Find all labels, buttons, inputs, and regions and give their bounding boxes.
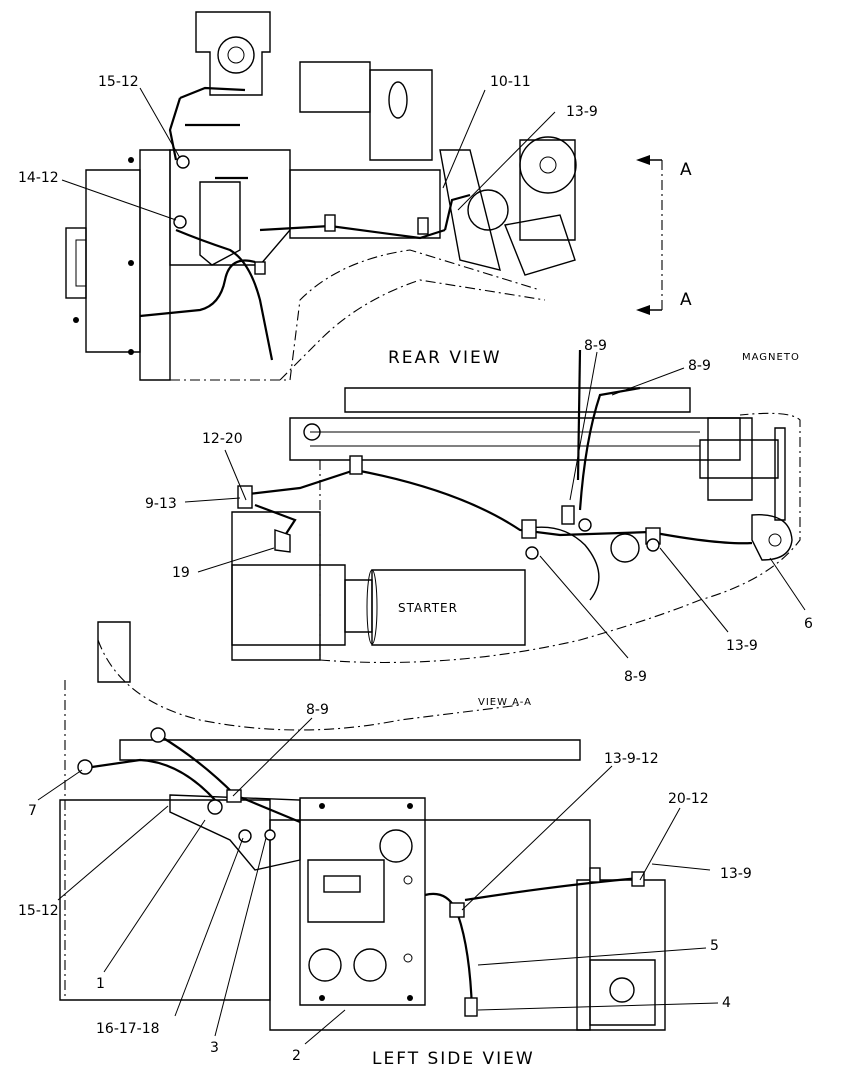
callout-4: 4 — [722, 995, 731, 1011]
callout-1: 1 — [96, 976, 105, 992]
callout-16-17-18: 16-17-18 — [96, 1021, 160, 1037]
section-cut-line — [636, 155, 663, 315]
callouts-rear: 15-12 14-12 10-11 13-9 — [18, 74, 598, 186]
section-marks: A A — [680, 160, 694, 310]
section-mark-bottom: A — [680, 290, 694, 310]
callout-9-13: 9-13 — [145, 496, 177, 512]
callout-20-12: 20-12 — [668, 791, 709, 807]
callout-10-11: 10-11 — [490, 74, 531, 90]
callouts-section: 8-9 8-9 12-20 9-13 19 8-9 13-9 6 — [145, 338, 813, 685]
rear-view-title: REAR VIEW — [388, 348, 502, 368]
callout-12-20: 12-20 — [202, 431, 243, 447]
callout-7: 7 — [28, 803, 37, 819]
left-side-view-drawing — [59, 621, 666, 1031]
component-labels: MAGNETO STARTER — [398, 352, 800, 615]
callout-5: 5 — [710, 938, 719, 954]
callout-13-9-12: 13-9-12 — [604, 751, 659, 767]
starter-label: STARTER — [398, 601, 458, 615]
leader-lines — [37, 87, 806, 1045]
section-mark-top: A — [680, 160, 694, 180]
callout-19: 19 — [172, 565, 190, 581]
callout-13-9-section: 13-9 — [726, 638, 758, 654]
section-view-drawing — [231, 349, 801, 664]
callout-3: 3 — [210, 1040, 219, 1056]
callout-15-12-left: 15-12 — [18, 903, 59, 919]
callout-8-9-section-c: 8-9 — [624, 669, 647, 685]
view-titles: REAR VIEW VIEW A-A LEFT SIDE VIEW — [372, 348, 535, 1069]
callout-13-9-left: 13-9 — [720, 866, 752, 882]
callouts-left: 8-9 13-9-12 20-12 13-9 7 15-12 1 16-17-1… — [18, 702, 752, 1064]
callout-2: 2 — [292, 1048, 301, 1064]
callout-14-12: 14-12 — [18, 170, 59, 186]
section-view-title: VIEW A-A — [478, 697, 532, 708]
callout-8-9-section-a: 8-9 — [584, 338, 607, 354]
callout-13-9-rear: 13-9 — [566, 104, 598, 120]
callout-6: 6 — [804, 616, 813, 632]
magneto-label: MAGNETO — [742, 352, 800, 363]
rear-view-drawing — [65, 11, 577, 381]
callout-8-9-section-b: 8-9 — [688, 358, 711, 374]
callout-15-12-rear: 15-12 — [98, 74, 139, 90]
callout-8-9-left: 8-9 — [306, 702, 329, 718]
left-side-view-title: LEFT SIDE VIEW — [372, 1049, 535, 1069]
